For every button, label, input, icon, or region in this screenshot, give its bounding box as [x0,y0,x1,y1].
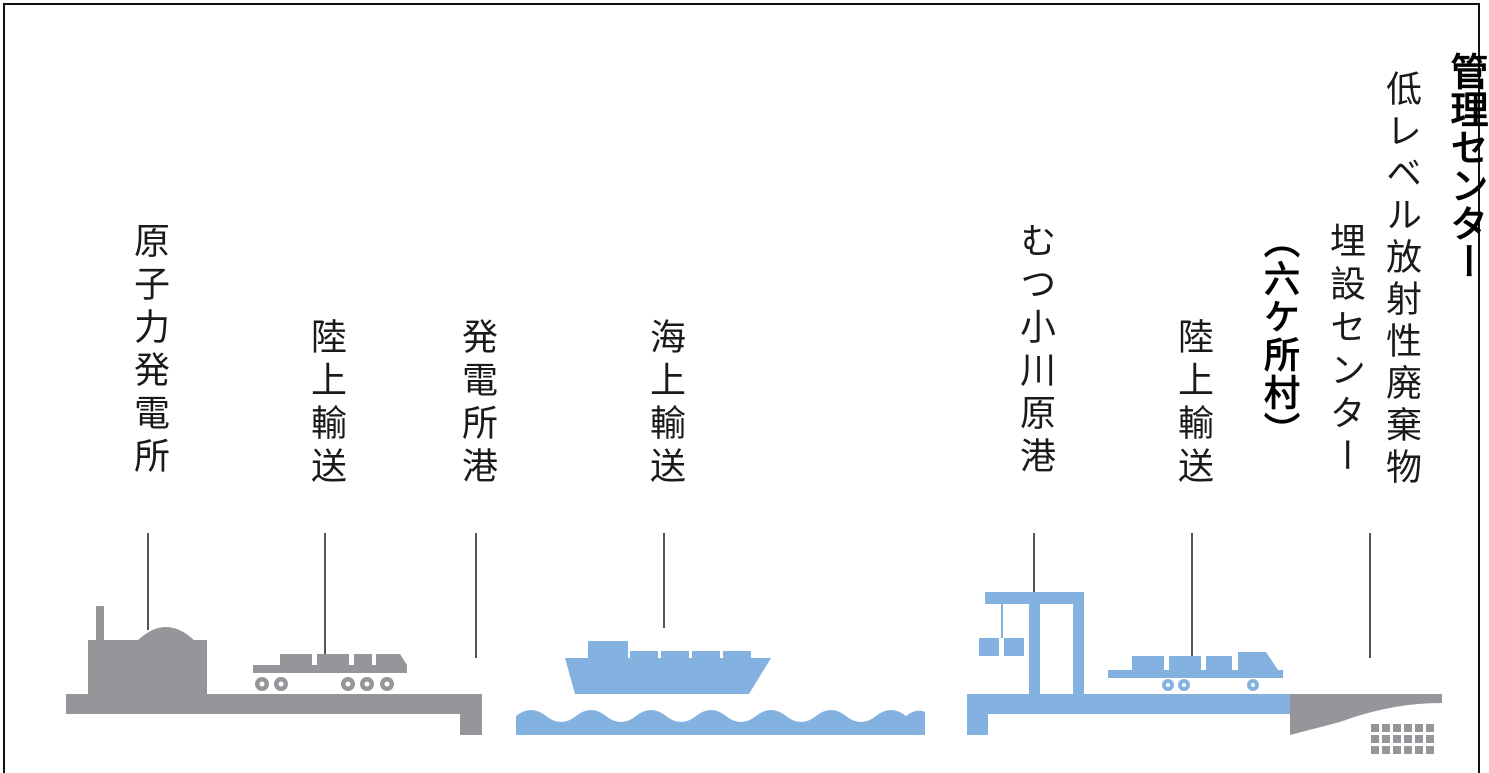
buried-waste-containers [1371,724,1434,754]
crane-leg-right [1073,592,1084,696]
diagram-frame [3,3,1480,773]
truck-left-bed [253,665,407,673]
truck-left-cargo-1 [280,654,312,666]
label-sea-transport: 海上輸送 [644,318,685,490]
mutsu-port [967,592,1290,735]
ship-hull [565,658,771,694]
label-nuclear-plant: 原子力発電所 [128,222,169,480]
truck-right-cab [1238,652,1278,670]
plant-ground-slab [66,694,482,735]
ship-deck-cargo [661,651,689,659]
crane-container [1004,638,1024,656]
truck-right-cargo-1 [1132,656,1164,670]
ship-bridge [588,641,628,659]
truck-right [1108,652,1283,691]
ship-deck-cargo [692,651,720,659]
label-rokkasho: （六ケ所村） [1258,222,1299,450]
label-low-level-waste: 低レベル放射性廃棄物 [1380,70,1421,490]
truck-right-cargo-2 [1169,656,1201,670]
label-land-transport-left: 陸上輸送 [305,318,346,490]
truck-right-bed [1108,670,1283,678]
truck-left-cargo-3 [354,654,372,666]
plant-chimney [96,606,104,646]
truck-right-cargo-3 [1206,656,1232,670]
crane-leg-left [1029,592,1040,696]
crane-container [979,638,999,656]
truck-right-hubs [1166,683,1255,687]
label-plant-port: 発電所港 [456,318,497,490]
ship-deck-cargo [630,651,658,659]
truck-left [253,654,407,691]
port-ground-slab [967,694,1290,735]
ship-deck-cargo [723,651,751,659]
leader-lines [147,533,1371,658]
label-land-transport-right: 陸上輸送 [1172,318,1213,490]
label-disposal-center: 埋設センター [1324,222,1365,480]
truck-left-cab [376,654,407,665]
sea-water [516,710,925,735]
reactor-dome [136,627,196,642]
disposal-site-ground [1290,694,1442,735]
cargo-ship [565,641,771,694]
truck-left-cargo-2 [317,654,349,666]
truck-left-hubs [259,681,390,687]
label-mutsu-ogawara-port: むつ小川原港 [1014,222,1055,480]
label-management-center: 管理センター [1444,52,1488,280]
nuclear-plant-ground [66,606,482,735]
plant-building [88,640,207,696]
